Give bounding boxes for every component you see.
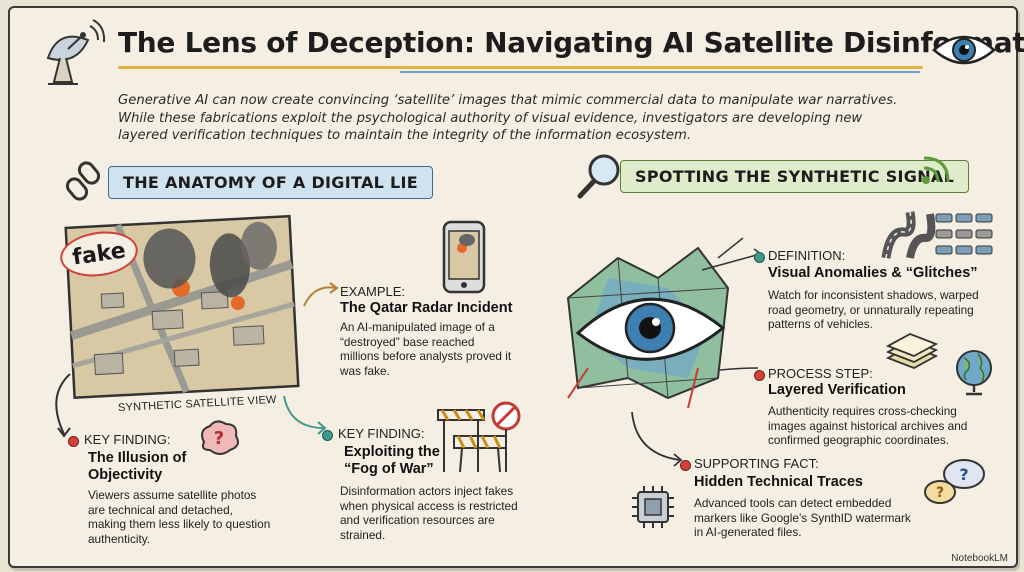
finding1-body: Viewers assume satellite photos are tech… xyxy=(88,488,271,546)
definition-heading: Visual Anomalies & “Glitches” xyxy=(768,265,978,281)
fact-heading: Hidden Technical Traces xyxy=(694,474,863,490)
fact-body: Advanced tools can detect embedded marke… xyxy=(694,496,911,539)
papers-stack-icon xyxy=(885,333,939,369)
svg-text:?: ? xyxy=(959,465,968,484)
example-body: An AI-manipulated image of a “destroyed”… xyxy=(340,320,512,378)
intro-paragraph: Generative AI can now create convincing … xyxy=(118,93,898,143)
svg-text:?: ? xyxy=(936,485,944,501)
finding1-heading: The Illusion of Objectivity xyxy=(88,450,187,483)
section-label-spotting: SPOTTING THE SYNTHETIC SIGNAL xyxy=(620,160,970,193)
fake-tag-text: fake xyxy=(70,237,128,271)
svg-text:?: ? xyxy=(214,428,224,449)
process-heading: Layered Verification xyxy=(768,382,906,398)
process-body: Authenticity requires cross-checking ima… xyxy=(768,404,968,447)
chip-icon xyxy=(632,486,674,528)
phone-icon xyxy=(442,220,486,294)
globe-icon xyxy=(956,350,992,396)
roads-icon xyxy=(881,211,936,259)
vehicles-icon xyxy=(935,213,993,255)
finding2-body: Disinformation actors inject fakes when … xyxy=(340,484,518,542)
arrow-to-finding2 xyxy=(283,395,327,435)
finding1-tag: KEY FINDING: xyxy=(84,432,171,447)
finding2-tag: KEY FINDING: xyxy=(338,426,425,441)
eye-map-illustration xyxy=(566,237,744,409)
signal-icon xyxy=(922,156,950,184)
definition-bullet xyxy=(754,252,765,263)
magnifier-icon xyxy=(577,154,620,199)
definition-tag: DEFINITION: xyxy=(768,248,846,263)
definition-body: Watch for inconsistent shadows, warped r… xyxy=(768,288,979,331)
example-heading: The Qatar Radar Incident xyxy=(340,300,513,316)
finding2-bullet xyxy=(322,430,333,441)
footer-brand: NotebookLM xyxy=(951,553,1008,564)
arrow-to-fact xyxy=(631,411,683,467)
arrow-to-finding1 xyxy=(55,373,71,438)
finding1-bullet xyxy=(68,436,79,447)
barrier-icon xyxy=(437,401,521,473)
example-tag: EXAMPLE: xyxy=(340,284,406,299)
page-title: The Lens of Deception: Navigating AI Sat… xyxy=(118,26,1024,59)
connector-arrows xyxy=(701,248,763,371)
process-tag: PROCESS STEP: xyxy=(768,366,873,381)
title-underline-secondary xyxy=(400,71,920,73)
section-label-anatomy: THE ANATOMY OF A DIGITAL LIE xyxy=(108,166,433,199)
title-underline xyxy=(118,66,923,69)
eye-icon xyxy=(932,35,996,65)
satellite-dish-icon xyxy=(46,19,106,85)
fact-tag: SUPPORTING FACT: xyxy=(694,456,819,471)
chain-link-icon xyxy=(65,161,101,201)
fact-bullet xyxy=(680,460,691,471)
finding2-heading: Exploiting the “Fog of War” xyxy=(344,444,440,477)
brain-question-icon: ? xyxy=(201,420,239,455)
arrow-to-example xyxy=(303,282,339,307)
process-bullet xyxy=(754,370,765,381)
question-bubbles-icon: ? ? xyxy=(924,459,985,504)
